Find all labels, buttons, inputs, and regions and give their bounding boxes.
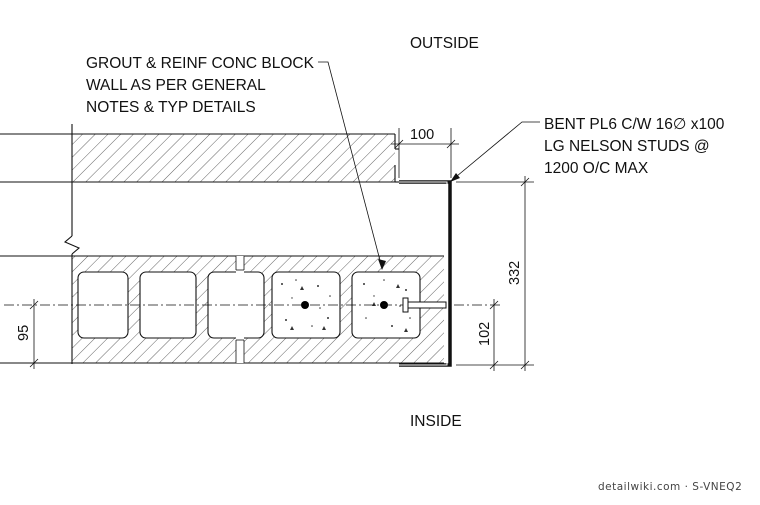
- dimension-100: [391, 128, 459, 178]
- dimension-95: [0, 255, 40, 369]
- plate-note-line-2: LG NELSON STUDS @: [544, 138, 710, 155]
- grout-note-line-3: NOTES & TYP DETAILS: [86, 99, 256, 116]
- outside-label: OUTSIDE: [410, 35, 479, 52]
- grout-leader: [318, 61, 383, 269]
- dimension-332: [456, 176, 534, 371]
- dimension-102-label: 102: [477, 322, 493, 346]
- dimension-100-label: 100: [410, 127, 434, 143]
- grout-texture: [281, 279, 411, 332]
- plate-note-line-1: BENT PL6 C/W 16∅ x100: [544, 116, 725, 133]
- nelson-stud: [402, 297, 447, 313]
- dimension-95-label: 95: [16, 325, 32, 341]
- inside-label: INSIDE: [410, 413, 462, 430]
- plate-leader: [450, 121, 540, 182]
- dimension-332-label: 332: [507, 261, 523, 285]
- grout-note-line-1: GROUT & REINF CONC BLOCK: [86, 55, 315, 72]
- upper-slab: [0, 133, 399, 183]
- grout-note-line-2: WALL AS PER GENERAL: [86, 77, 266, 94]
- watermark: detailwiki.com · S-VNEQ2: [598, 481, 742, 493]
- dimension-102: [489, 299, 499, 371]
- bent-plate: [399, 180, 452, 367]
- plate-note-line-3: 1200 O/C MAX: [544, 160, 649, 177]
- block-wall: [0, 255, 444, 364]
